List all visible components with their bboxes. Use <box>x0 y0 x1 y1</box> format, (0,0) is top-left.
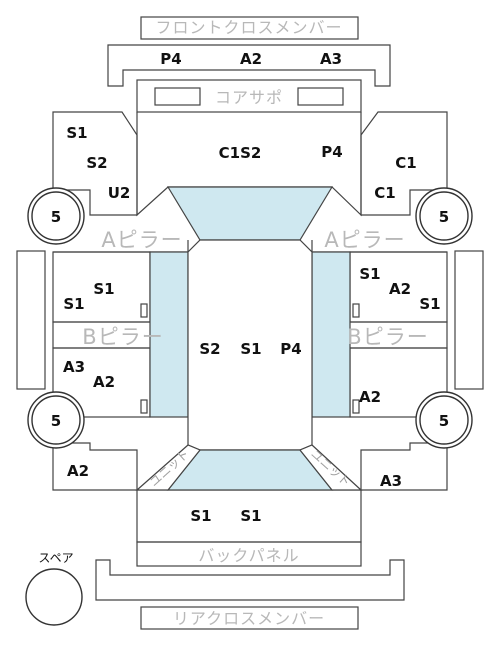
code-left-rear-door-a: A3 <box>63 358 85 376</box>
rear-left-wheel-value: 5 <box>51 412 61 430</box>
right-unit-wedge <box>299 444 363 491</box>
code-trunk-2: S1 <box>240 507 261 525</box>
front-right-wheel-value: 5 <box>439 208 449 226</box>
code-roof-2: S1 <box>240 340 261 358</box>
spare-tire[interactable] <box>25 568 83 626</box>
core-support-right-slot <box>297 87 344 106</box>
code-front-bumper-2: A2 <box>240 50 262 68</box>
rear-right-wheel-value: 5 <box>439 412 449 430</box>
back-panel-box <box>136 541 362 567</box>
code-trunk-1: S1 <box>190 507 211 525</box>
right-front-door-handle <box>352 303 360 318</box>
front-left-wheel-inner <box>31 191 81 241</box>
rear-right-wheel-inner <box>419 395 469 445</box>
code-left-fender-a: S1 <box>66 124 87 142</box>
front-right-wheel-inner <box>419 191 469 241</box>
code-right-front-door-b: A2 <box>389 280 411 298</box>
left-front-door-handle <box>140 303 148 318</box>
left-unit-wedge <box>135 444 201 491</box>
core-support-left-slot <box>154 87 201 106</box>
code-front-bumper-3: A3 <box>320 50 342 68</box>
code-left-fender-b: S2 <box>86 154 107 172</box>
right-side-window <box>311 251 351 418</box>
code-roof-3: P4 <box>280 340 301 358</box>
front-bumper-outline <box>107 44 391 87</box>
code-front-bumper-1: P4 <box>160 50 181 68</box>
right-side-sill <box>454 250 484 390</box>
code-right-fender-a: C1 <box>395 154 416 172</box>
front-left-wheel-value: 5 <box>51 208 61 226</box>
front-cross-member-box <box>140 16 359 40</box>
right-rear-quarter <box>360 417 448 491</box>
code-hood: C1S2 <box>219 144 262 162</box>
rear-cross-member-box <box>140 606 359 630</box>
left-rear-quarter <box>52 417 138 491</box>
rear-left-wheel-inner <box>31 395 81 445</box>
code-right-rear-door: A2 <box>359 388 381 406</box>
front-cross-member-label: フロントクロスメンバー <box>155 18 342 37</box>
code-left-rear-quarter: A2 <box>67 462 89 480</box>
code-hood-right: P4 <box>321 143 342 161</box>
spare-label: スペア <box>38 551 73 565</box>
code-right-rear-quarter: A3 <box>380 472 402 490</box>
code-right-fender-b: C1 <box>374 184 395 202</box>
code-left-rear-door-b: A2 <box>93 373 115 391</box>
rear-bumper-outline <box>95 559 405 601</box>
left-a-pillar-label: Aピラー <box>101 228 182 252</box>
right-a-pillar-label: Aピラー <box>324 228 405 252</box>
code-right-front-door-c: S1 <box>419 295 440 313</box>
code-roof-1: S2 <box>199 340 220 358</box>
left-rear-door-handle <box>140 399 148 414</box>
core-support-box <box>136 79 362 113</box>
code-left-fender-c: U2 <box>108 184 131 202</box>
left-side-window <box>149 251 189 418</box>
right-b-pillar-label: Bピラー <box>347 325 428 349</box>
core-support-label: コアサポ <box>215 88 283 107</box>
windshield <box>166 186 334 241</box>
left-b-pillar-label: Bピラー <box>82 325 163 349</box>
left-side-sill <box>16 250 46 390</box>
rear-cross-member-label: リアクロスメンバー <box>173 609 325 628</box>
code-left-front-door-a: S1 <box>93 280 114 298</box>
right-rear-door-handle <box>352 399 360 414</box>
code-right-front-door-a: S1 <box>359 265 380 283</box>
back-panel-label: バックパネル <box>198 546 299 565</box>
code-left-front-door-b: S1 <box>63 295 84 313</box>
